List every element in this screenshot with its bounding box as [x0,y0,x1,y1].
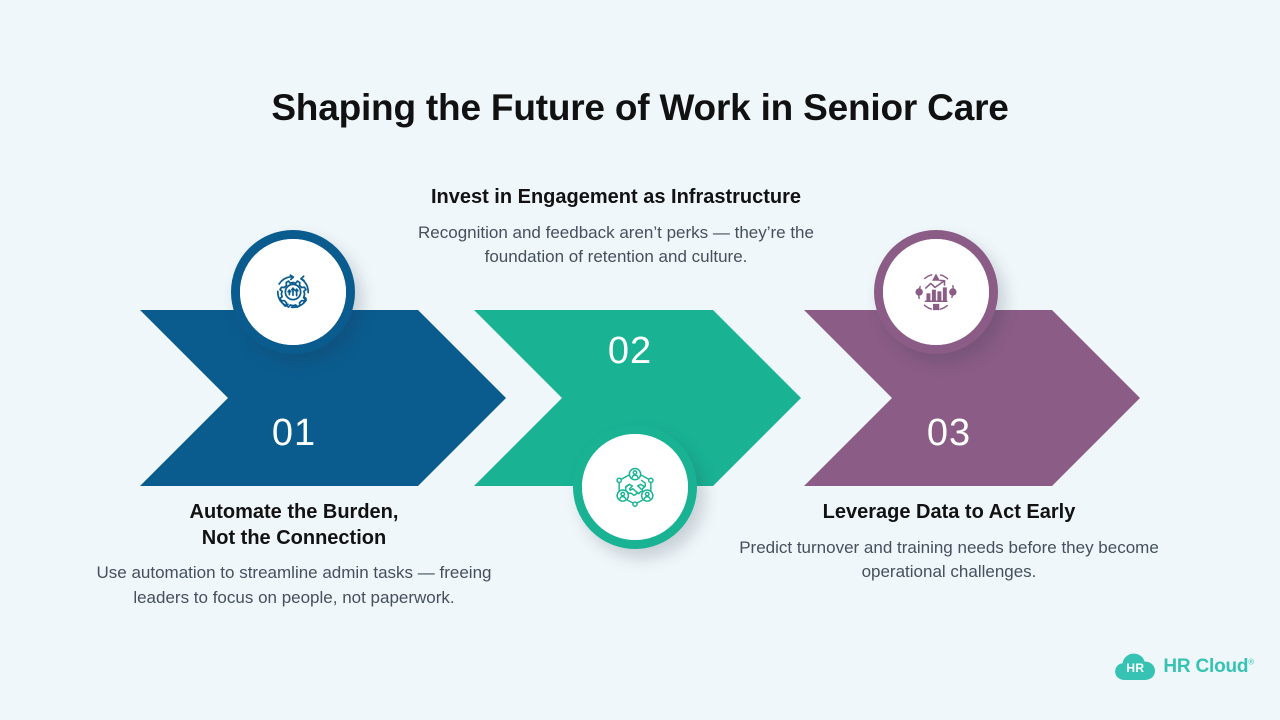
step-2-heading: Invest in Engagement as Infrastructure [430,186,802,208]
step-3-badge-inner [883,239,989,345]
bar-chart-growth-icon [915,273,957,311]
step-2-chevron-shape [474,310,801,486]
logo-trademark: ® [1248,657,1254,667]
step-1-heading: Automate the Burden, Not the Connection [189,501,399,549]
step-2-text-block: Invest in Engagement as Infrastructure R… [392,185,840,270]
step-2-body: Recognition and feedback aren’t perks — … [418,222,814,267]
logo-mark-text: HR [1126,661,1145,675]
step-1-chevron-shape [140,310,506,486]
step-3-number: 03 [926,412,972,454]
step-3-chevron-shape [804,310,1140,486]
cloud-icon: HR [1114,652,1156,682]
step-3-text-block: Leverage Data to Act Early Predict turno… [730,500,1168,585]
step-1-chevron [140,310,506,486]
cloud-shape-icon [1115,653,1156,680]
step-3-body: Predict turnover and training needs befo… [739,537,1159,582]
step-3-heading: Leverage Data to Act Early [822,501,1076,523]
step-1-body: Use automation to streamline admin tasks… [96,563,492,607]
step-1-badge [231,230,355,354]
step-3-badge [874,230,998,354]
step-1-number: 01 [271,412,317,454]
step-1-badge-inner [240,239,346,345]
step-2-badge [573,425,697,549]
page-title: Shaping the Future of Work in Senior Car… [271,87,1009,128]
logo-wordmark: HR Cloud® [1163,656,1254,678]
handshake-network-icon [616,467,654,507]
logo-name: HR Cloud [1163,656,1249,677]
hr-cloud-logo: HR HR Cloud® [1114,652,1254,682]
step-2-badge-inner [582,434,688,540]
step-2-chevron [474,310,801,486]
step-1-text-block: Automate the Burden, Not the Connection … [76,500,512,610]
step-2-number: 02 [607,330,653,372]
gear-cycle-icon [276,274,310,309]
step-3-chevron [804,310,1140,486]
